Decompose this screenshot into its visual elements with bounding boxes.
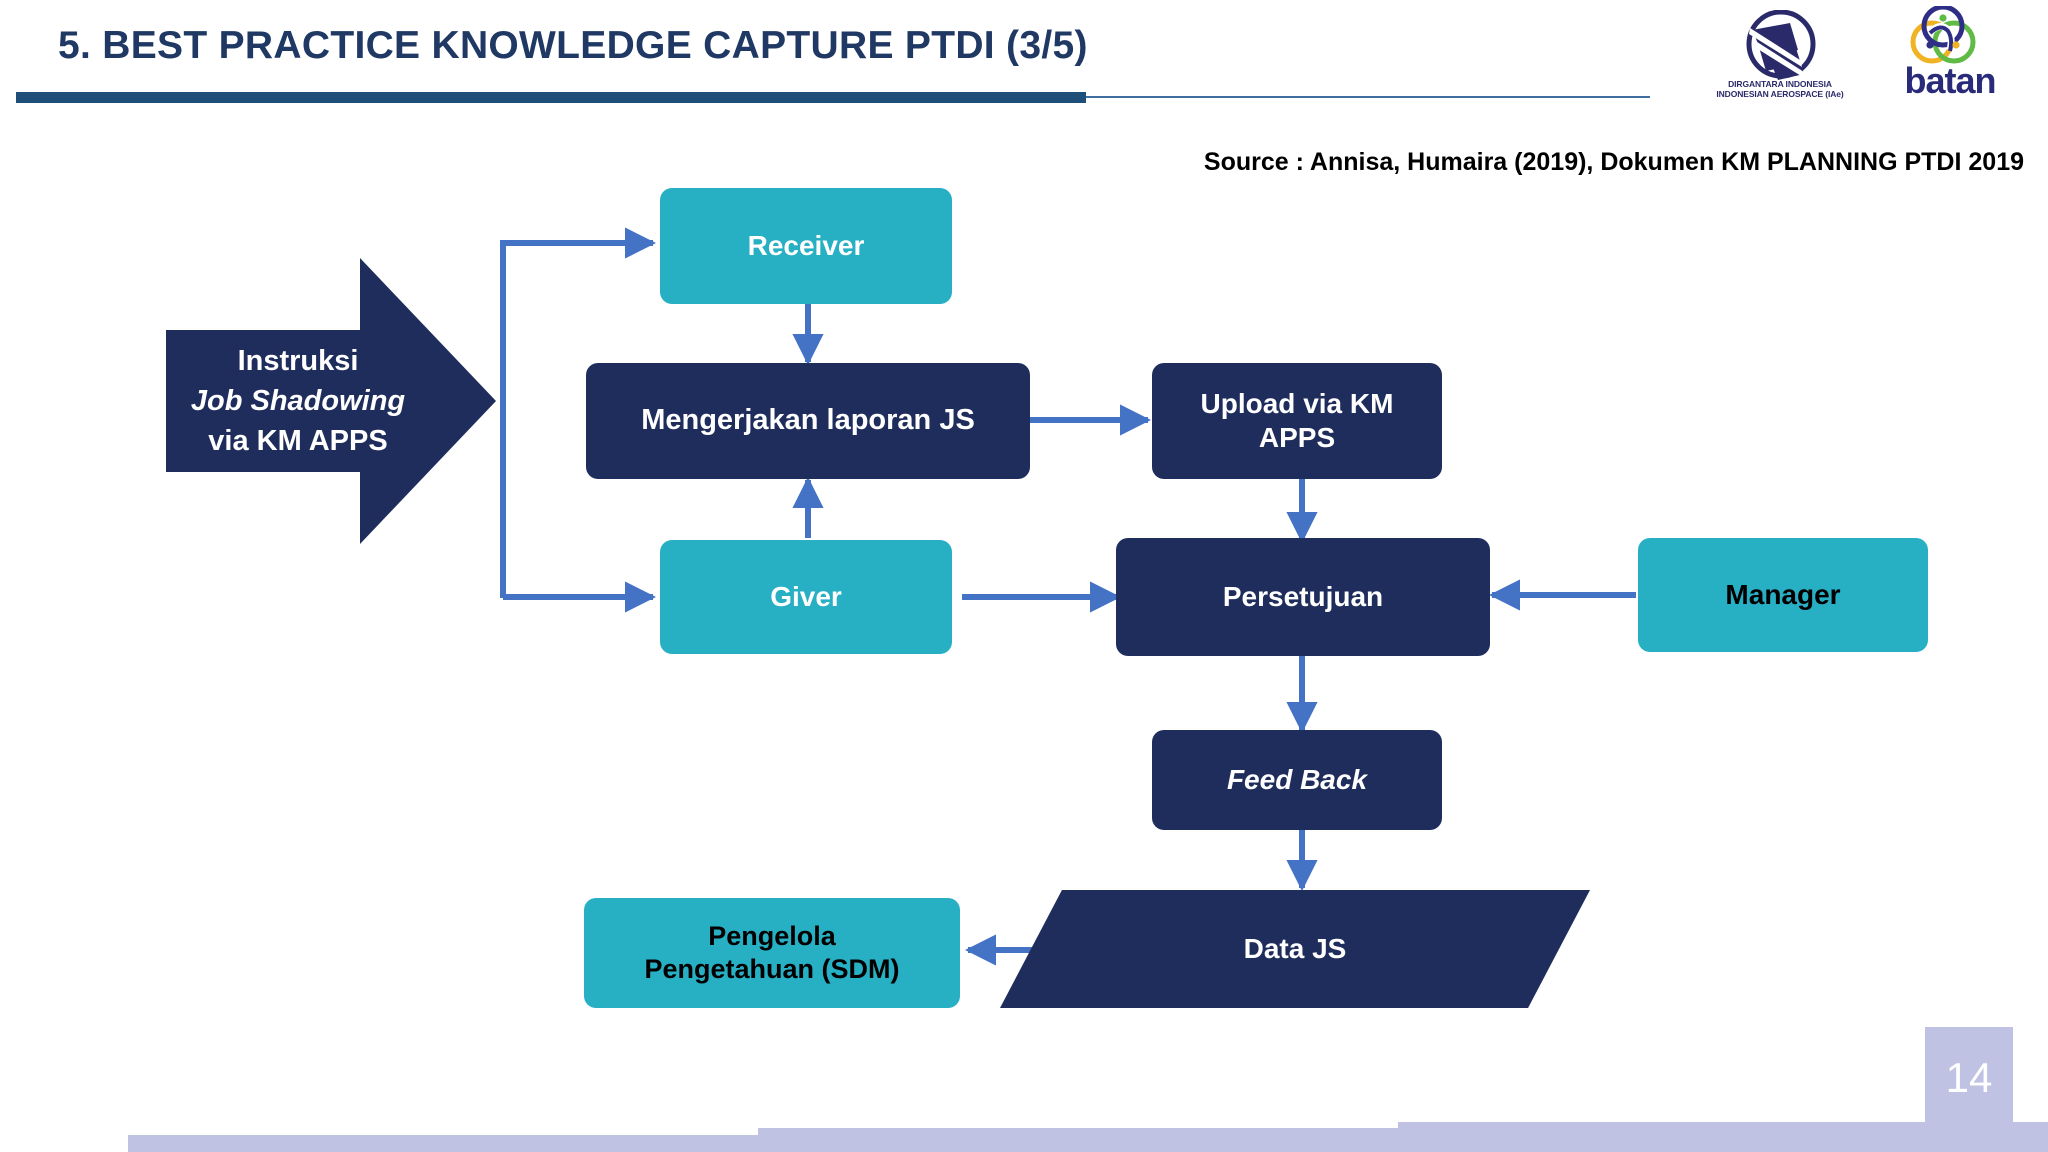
chevron-arrow-icon [166,258,496,544]
edge-instruksi-receiver [500,227,657,598]
dirgantara-indonesia-logo: DIRGANTARA INDONESIA INDONESIAN AEROSPAC… [1710,8,1850,100]
iae-line-2: INDONESIAN AEROSPACE (IAe) [1716,88,1844,99]
node-mengerjakan-label: Mengerjakan laporan JS [641,404,975,437]
node-receiver-label: Receiver [747,229,865,261]
batan-wordmark: batan [1904,60,1996,101]
header-rule-thick [16,92,1086,103]
node-data-js[interactable]: Data JS [1000,890,1590,1008]
footer-bar-right [1398,1122,2048,1152]
node-giver-label: Giver [770,580,842,612]
node-feedback[interactable]: Feed Back [1152,730,1442,830]
upload-line-1: Upload via KM [1200,387,1394,419]
node-mengerjakan-laporan[interactable]: Mengerjakan laporan JS [586,363,1030,479]
node-instruksi-label: Instruksi Job Shadowing via KM APPS [188,258,408,544]
parallelogram-shape [1000,890,1590,1008]
node-receiver[interactable]: Receiver [660,188,952,304]
iae-line-1: DIRGANTARA INDONESIA [1728,79,1832,89]
pengelola-line-2: Pengetahuan (SDM) [644,954,900,984]
node-upload-km-apps[interactable]: Upload via KM APPS [1152,363,1442,479]
batan-logo: batan [1886,6,2026,102]
instruksi-line-1: Instruksi [237,344,359,377]
instruksi-line-2: Job Shadowing [190,384,406,417]
node-pengelola-pengetahuan[interactable]: Pengelola Pengetahuan (SDM) [584,898,960,1008]
source-citation: Source : Annisa, Humaira (2019), Dokumen… [1203,148,2024,176]
pengelola-line-1: Pengelola [708,921,836,952]
node-data-js-label: Data JS [1243,933,1347,964]
node-manager[interactable]: Manager [1638,538,1928,652]
page-title: 5. BEST PRACTICE KNOWLEDGE CAPTURE PTDI … [58,24,1088,67]
node-instruksi[interactable]: Instruksi Job Shadowing via KM APPS [166,258,496,544]
node-manager-label: Manager [1725,578,1841,610]
node-giver[interactable]: Giver [660,540,952,654]
footer-bar-middle [758,1128,1398,1152]
page-number-badge: 14 [1925,1027,2013,1129]
footer-bar-left [128,1135,758,1152]
batan-atom-icon [1910,6,1976,64]
header-rule-thin [1086,96,1650,98]
node-persetujuan-label: Persetujuan [1222,580,1384,612]
instruksi-line-3: via KM APPS [208,425,388,457]
node-persetujuan[interactable]: Persetujuan [1116,538,1490,656]
iae-wordmark: DIRGANTARA INDONESIA INDONESIAN AEROSPAC… [1710,79,1850,99]
node-feedback-label: Feed Back [1226,763,1368,795]
edge-instruksi-giver [500,581,657,613]
iae-wing-icon [1746,10,1816,80]
upload-line-2: APPS [1258,422,1336,453]
